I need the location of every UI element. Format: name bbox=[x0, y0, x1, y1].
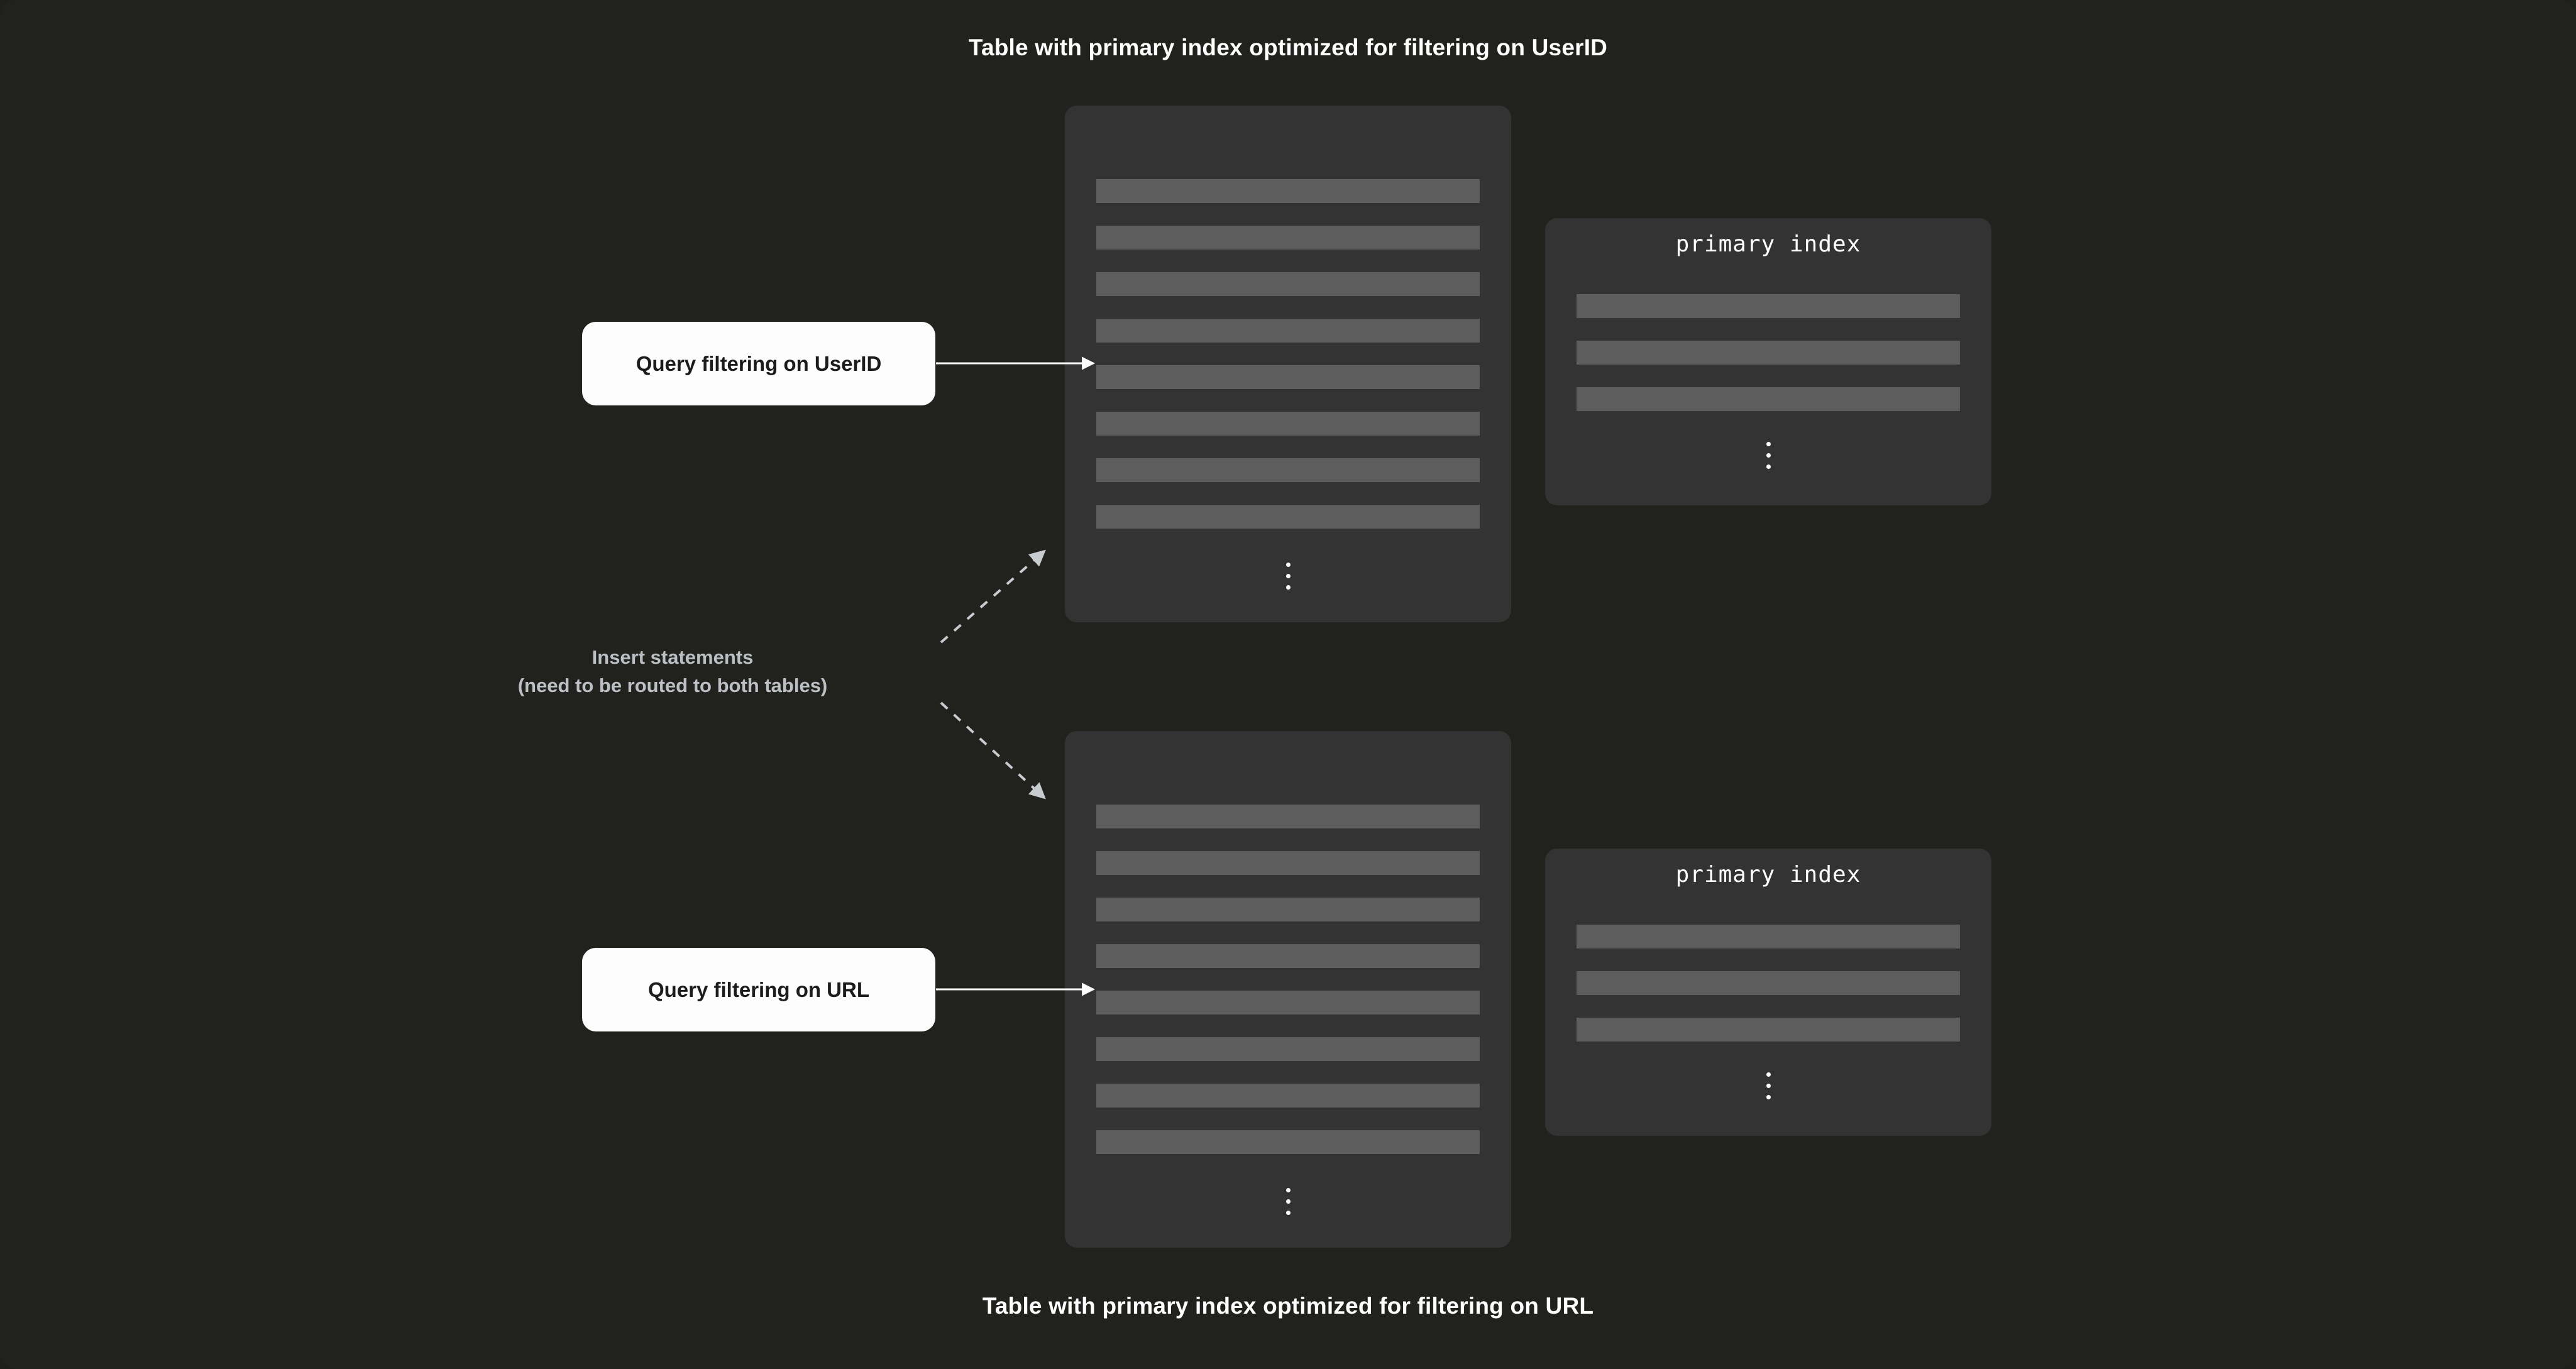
index-row bbox=[1577, 925, 1960, 948]
table-row bbox=[1096, 458, 1480, 482]
index-row bbox=[1577, 971, 1960, 995]
index-row bbox=[1577, 387, 1960, 411]
insert-statements-line-2: (need to be routed to both tables) bbox=[517, 674, 828, 696]
table-row bbox=[1096, 412, 1480, 436]
index-row bbox=[1577, 1018, 1960, 1042]
table-row bbox=[1096, 179, 1480, 203]
query-filtering-on-url-box[interactable]: Query filtering on URL bbox=[582, 948, 935, 1031]
insert-statements-label: Insert statements (need to be routed to … bbox=[465, 644, 880, 700]
insert-statements-line-1: Insert statements bbox=[592, 646, 754, 668]
vertical-ellipsis-icon bbox=[1065, 1188, 1511, 1215]
index-row bbox=[1577, 341, 1960, 365]
table-row bbox=[1096, 365, 1480, 389]
table-row bbox=[1096, 272, 1480, 296]
table-row bbox=[1096, 1084, 1480, 1108]
table-row bbox=[1096, 898, 1480, 921]
table-row bbox=[1096, 319, 1480, 343]
arrow-insert-to-table-1 bbox=[940, 549, 1046, 644]
table-2-rows bbox=[1065, 805, 1511, 1154]
table-row bbox=[1096, 805, 1480, 828]
primary-index-1-title: primary index bbox=[1675, 231, 1861, 257]
primary-index-2-title: primary index bbox=[1675, 862, 1861, 888]
primary-index-2-card[interactable]: primary index bbox=[1545, 849, 1991, 1136]
table-row bbox=[1096, 991, 1480, 1014]
table-1-rows bbox=[1065, 179, 1511, 529]
vertical-ellipsis-icon bbox=[1065, 563, 1511, 590]
primary-index-1-card[interactable]: primary index bbox=[1545, 218, 1991, 505]
table-row bbox=[1096, 505, 1480, 529]
primary-index-1-rows bbox=[1545, 294, 1991, 411]
table-1-card[interactable]: table 1 bbox=[1065, 106, 1511, 622]
table-row bbox=[1096, 1130, 1480, 1154]
table-row bbox=[1096, 1037, 1480, 1061]
top-caption: Table with primary index optimized for f… bbox=[968, 35, 1608, 60]
table-row bbox=[1096, 944, 1480, 968]
arrow-insert-to-table-2 bbox=[940, 701, 1046, 800]
bottom-caption: Table with primary index optimized for f… bbox=[982, 1293, 1594, 1319]
table-2-card[interactable]: table 2 bbox=[1065, 731, 1511, 1248]
table-row bbox=[1096, 851, 1480, 875]
index-row bbox=[1577, 294, 1960, 318]
query-userid-label: Query filtering on UserID bbox=[636, 351, 882, 375]
vertical-ellipsis-icon bbox=[1545, 442, 1991, 469]
table-row bbox=[1096, 226, 1480, 250]
query-filtering-on-userid-box[interactable]: Query filtering on UserID bbox=[582, 322, 935, 405]
primary-index-2-rows bbox=[1545, 925, 1991, 1042]
query-url-label: Query filtering on URL bbox=[647, 977, 869, 1001]
vertical-ellipsis-icon bbox=[1545, 1072, 1991, 1099]
